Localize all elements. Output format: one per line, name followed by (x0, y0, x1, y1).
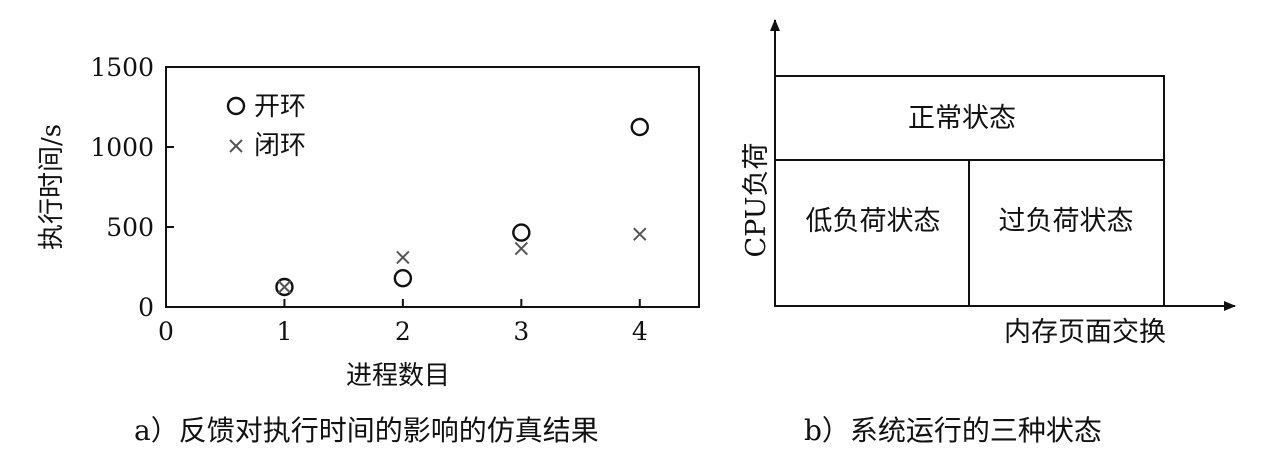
state-diagram: 正常状态 低负荷状态 过负荷状态 CPU负荷 内存页面交换 b）系统运行的三种状… (741, 19, 1236, 447)
region-overload-label: 过负荷状态 (999, 206, 1134, 237)
point-open-loop (512, 223, 531, 242)
y-axis-ticks: 0 500 1000 1500 (90, 53, 174, 322)
x-tick-label: 4 (632, 317, 648, 346)
legend-marker-closed-loop (229, 139, 243, 153)
point-open-loop (393, 269, 413, 288)
y-tick-label: 1000 (90, 133, 154, 162)
point-open-loop (630, 117, 649, 137)
region-normal-label: 正常状态 (908, 103, 1016, 134)
caption-a: a）反馈对执行时间的影响的仿真结果 (134, 414, 599, 447)
y-axis-label-cpu-load: CPU负荷 (741, 142, 772, 257)
region-low-load-label: 低负荷状态 (806, 206, 941, 237)
point-closed-loop (514, 241, 529, 256)
x-tick-label: 1 (276, 317, 292, 346)
x-axis-ticks: 0 1 2 3 4 (158, 299, 648, 346)
x-tick-label: 3 (513, 317, 529, 346)
point-closed-loop (633, 227, 647, 241)
scatter-chart: 0 500 1000 1500 0 1 2 3 4 开环 闭环 进程数目 执行时间/s a）反… (37, 53, 700, 447)
point-closed-loop (396, 250, 410, 265)
x-tick-label: 0 (158, 317, 174, 346)
point-open-loop (275, 277, 294, 297)
caption-b: b）系统运行的三种状态 (804, 414, 1102, 447)
y-axis-title: 执行时间/s (37, 124, 67, 250)
y-tick-label: 1500 (90, 53, 154, 82)
legend-label-closed-loop: 闭环 (254, 131, 306, 161)
legend: 开环 闭环 (226, 92, 306, 161)
legend-marker-open-loop (226, 96, 246, 116)
plot-frame (165, 66, 700, 308)
data-marks (275, 117, 649, 297)
y-tick-label: 500 (106, 213, 154, 242)
legend-label-open-loop: 开环 (254, 92, 306, 122)
point-closed-loop (277, 280, 292, 294)
y-tick-label: 0 (138, 293, 154, 322)
x-axis-label-page-swap: 内存页面交换 (1004, 317, 1166, 348)
x-axis-title: 进程数目 (346, 361, 450, 391)
x-tick-label: 2 (395, 317, 411, 346)
